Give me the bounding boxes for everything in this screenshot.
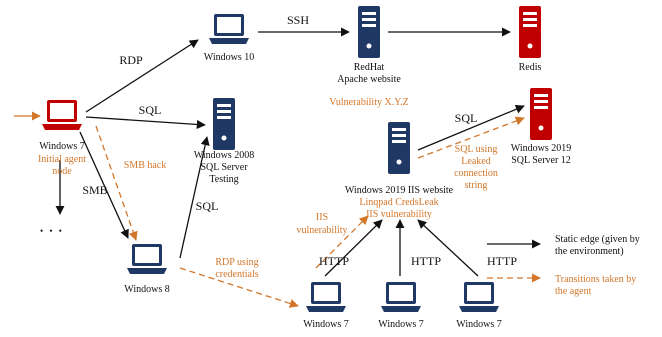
ellipsis-more-nodes: • • • (40, 226, 64, 236)
edge-http-c (417, 219, 479, 277)
edge-label-sql-win8: SQL (196, 199, 219, 213)
laptop-icon (209, 14, 249, 44)
iis-note-2: IIS vulnerability (366, 209, 432, 220)
transition-label-iis-1: IIS (316, 212, 328, 223)
transition-smb-hack (95, 125, 138, 241)
edge-win8-to-win2008 (179, 136, 210, 259)
transition-iis-vulnerability (315, 215, 369, 269)
node-windows-2008-sql: Windows 2008 SQL Server Testing (194, 98, 254, 185)
edge-label-smb: SMB (82, 183, 107, 197)
apache-website-label: Apache website (337, 74, 401, 85)
win2008-label-2: SQL Server (200, 162, 248, 173)
windows-7-c-label: Windows 7 (456, 319, 501, 330)
node-windows-7-initial: Windows 7 Initial agent node (38, 100, 86, 177)
edge-iis-to-win2019sql (417, 104, 525, 151)
laptop-icon (306, 282, 346, 312)
transition-label-sql-leak-1: SQL using (455, 144, 498, 155)
node-redis: Redis (519, 6, 542, 73)
server-icon (358, 6, 380, 58)
transition-label-sql-leak-2: Leaked (461, 156, 490, 167)
redhat-vulnerability-note: Vulnerability X.Y.Z (329, 97, 408, 108)
win2019-sql-label-1: Windows 2019 (511, 143, 571, 154)
agent-transitions (95, 116, 541, 308)
transition-label-rdp-1: RDP using (215, 257, 258, 268)
laptop-icon (127, 244, 167, 274)
edge-http-a (324, 219, 383, 277)
static-edges (55, 27, 541, 277)
legend-agent-label-1: Transitions taken by (555, 274, 636, 285)
transition-label-rdp-2: credentials (215, 269, 258, 280)
windows-7-initial-label: Windows 7 (39, 141, 84, 152)
laptop-icon (459, 282, 499, 312)
legend-static-label-1: Static edge (given by (555, 234, 640, 245)
edge-label-sql-top: SQL (139, 103, 162, 117)
initial-agent-note-2: node (52, 166, 72, 177)
transition-rdp-credentials (179, 267, 299, 308)
transition-sql-leak (417, 116, 525, 159)
node-windows-7-b: Windows 7 (378, 282, 424, 330)
node-redhat-apache: RedHat Apache website Vulnerability X.Y.… (329, 6, 409, 108)
edge-label-http-2: HTTP (411, 254, 441, 268)
node-windows-10: Windows 10 (204, 14, 254, 63)
win2008-label-1: Windows 2008 (194, 150, 254, 161)
windows-7-a-label: Windows 7 (303, 319, 348, 330)
edge-win7-to-win8 (79, 131, 129, 239)
redis-label: Redis (519, 62, 542, 73)
edge-label-sql-iis: SQL (455, 111, 478, 125)
win2019-sql-label-2: SQL Server 12 (511, 155, 571, 166)
edge-label-ssh: SSH (287, 13, 309, 27)
redhat-label: RedHat (354, 62, 385, 73)
edge-label-http-1: HTTP (319, 254, 349, 268)
laptop-icon (42, 100, 82, 130)
laptop-icon (381, 282, 421, 312)
iis-note-1: Linqpad CredsLeak (359, 197, 438, 208)
server-icon (388, 122, 410, 174)
node-windows-7-c: Windows 7 (456, 282, 502, 330)
transition-label-smb-hack: SMB hack (124, 160, 167, 171)
windows-10-label: Windows 10 (204, 52, 254, 63)
node-windows-2019-sql: Windows 2019 SQL Server 12 (511, 88, 571, 166)
windows-8-label: Windows 8 (124, 284, 169, 295)
node-windows-7-a: Windows 7 (303, 282, 349, 330)
edge-label-http-3: HTTP (487, 254, 517, 268)
edge-win7-to-win2008 (85, 116, 206, 129)
edge-win7-to-win10 (85, 39, 199, 113)
legend: Static edge (given by the environment) T… (555, 234, 640, 297)
transition-label-sql-leak-4: string (465, 180, 488, 191)
edge-label-rdp: RDP (119, 53, 143, 67)
server-icon (519, 6, 541, 58)
initial-agent-note: Initial agent (38, 154, 86, 165)
legend-static-label-2: the environment) (555, 246, 624, 257)
transition-label-sql-leak-3: connection (454, 168, 498, 179)
node-windows-8: Windows 8 (124, 244, 170, 295)
server-icon (530, 88, 552, 140)
transition-label-iis-2: vulnerability (296, 225, 347, 236)
node-windows-2019-iis: Windows 2019 IIS website Linqpad CredsLe… (345, 122, 454, 220)
legend-agent-label-2: the agent (555, 286, 592, 297)
win2008-label-3: Testing (209, 174, 238, 185)
server-icon (213, 98, 235, 150)
windows-7-b-label: Windows 7 (378, 319, 423, 330)
iis-website-label: Windows 2019 IIS website (345, 185, 454, 196)
